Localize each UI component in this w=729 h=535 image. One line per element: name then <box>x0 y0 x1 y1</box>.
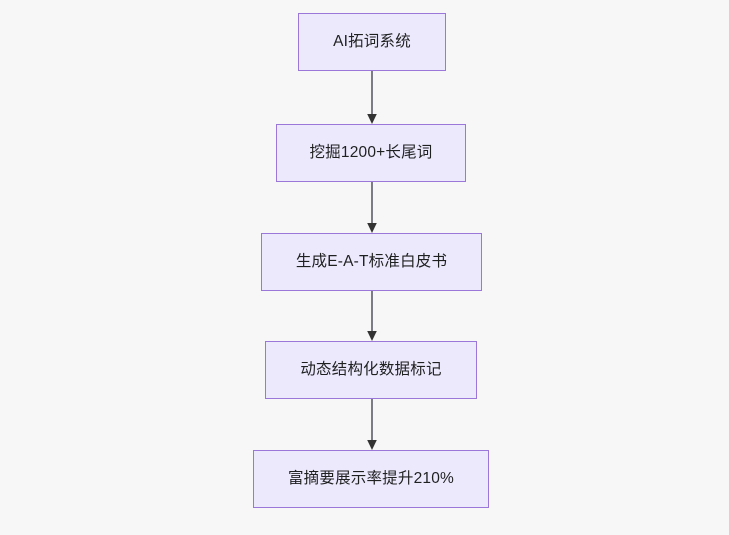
flow-edge-n1-n2 <box>362 71 382 124</box>
flow-node-dynamic-structured-data-markup[interactable]: 动态结构化数据标记 <box>265 341 477 399</box>
flow-edge-n4-n5 <box>362 399 382 450</box>
flow-node-generate-eat-whitepaper[interactable]: 生成E-A-T标准白皮书 <box>261 233 482 291</box>
flow-node-ai-keyword-system[interactable]: AI拓词系统 <box>298 13 446 71</box>
flow-node-label: 动态结构化数据标记 <box>300 360 442 378</box>
flow-node-label: AI拓词系统 <box>333 32 411 50</box>
flow-node-rich-snippet-impression-lift[interactable]: 富摘要展示率提升210% <box>253 450 489 508</box>
flow-node-label: 富摘要展示率提升210% <box>287 469 455 487</box>
flow-node-label: 生成E-A-T标准白皮书 <box>295 252 448 270</box>
flow-node-mine-longtail-keywords[interactable]: 挖掘1200+长尾词 <box>276 124 466 182</box>
flow-edge-n2-n3 <box>362 182 382 233</box>
flow-edge-n3-n4 <box>362 291 382 341</box>
flow-node-label: 挖掘1200+长尾词 <box>309 143 433 161</box>
